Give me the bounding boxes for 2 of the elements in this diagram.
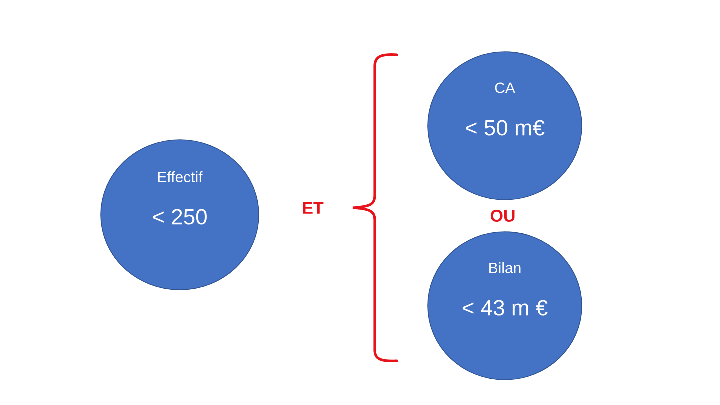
operator-label: ET (303, 202, 324, 214)
operator-label: OU (490, 210, 515, 222)
